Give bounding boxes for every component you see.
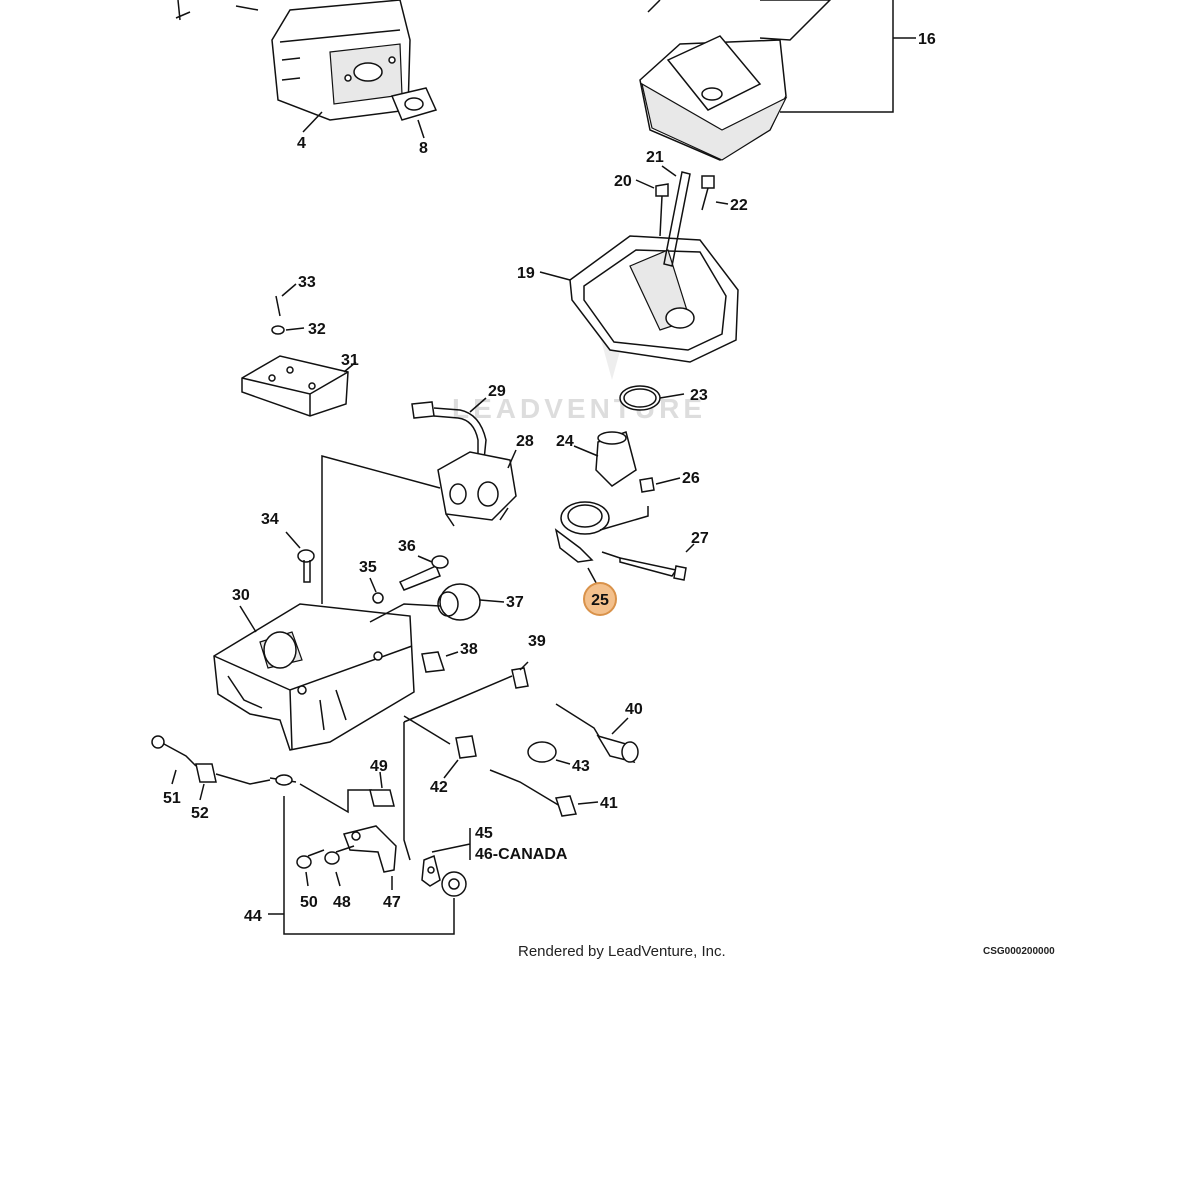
part-51-wire — [151, 735, 197, 767]
part-43-plug — [527, 741, 557, 763]
callout-32[interactable]: 32 — [308, 321, 326, 338]
part-28-carburetor — [437, 451, 517, 527]
callout-25[interactable]: 25 — [591, 592, 609, 609]
callout-49[interactable]: 49 — [370, 758, 388, 775]
part-35-o-ring — [372, 592, 384, 604]
part-52-connector — [195, 763, 271, 785]
callout-37[interactable]: 37 — [506, 594, 524, 611]
svg-text:46-CANADA: 46-CANADA — [475, 846, 568, 863]
part-48-screw — [324, 845, 355, 865]
callout-24[interactable]: 24 — [556, 433, 574, 450]
part-36-oil-pump — [398, 555, 449, 591]
callout-4[interactable]: 4 — [297, 135, 306, 152]
callout-29[interactable]: 29 — [488, 383, 506, 400]
callout-30[interactable]: 30 — [232, 587, 250, 604]
callout-20[interactable]: 20 — [614, 173, 632, 190]
callout-33[interactable]: 33 — [298, 274, 316, 291]
part-39-grommet — [511, 667, 529, 689]
highlight-marker-25[interactable] — [583, 582, 617, 616]
part-24-intake-sleeve — [595, 431, 637, 487]
part-26-screw — [639, 477, 655, 493]
part-20-screw — [655, 183, 669, 237]
part-4-muffler — [175, 0, 411, 121]
callout-27[interactable]: 27 — [691, 530, 709, 547]
part-33-pin — [275, 295, 281, 317]
part-47-switch — [343, 825, 397, 873]
callout-16[interactable]: 16 — [918, 31, 936, 48]
callout-36[interactable]: 36 — [398, 538, 416, 555]
part-32-washer — [271, 325, 285, 335]
part-37-gear — [437, 583, 481, 621]
canada-suffix: -CANADA — [493, 846, 568, 863]
callout-35[interactable]: 35 — [359, 559, 377, 576]
callout-48[interactable]: 48 — [333, 894, 351, 911]
footer-rendered-by: Rendered by LeadVenture, Inc. — [518, 943, 726, 960]
part-8-gasket — [390, 87, 438, 121]
callout-22[interactable]: 22 — [730, 197, 748, 214]
callout-34[interactable]: 34 — [261, 511, 279, 528]
part-22-screw — [701, 175, 715, 211]
part-29-fuel-line — [411, 401, 487, 462]
callout-labels: 4 8 16 21 20 22 19 23 24 26 27 25 29 28 … — [163, 31, 936, 925]
callout-38[interactable]: 38 — [460, 641, 478, 658]
callout-43[interactable]: 43 — [572, 758, 590, 775]
part-30-housing — [213, 603, 415, 751]
part-49-bracket — [369, 789, 395, 807]
part-16-air-filter — [639, 0, 832, 161]
part-45-washer — [421, 854, 441, 887]
callout-39[interactable]: 39 — [528, 633, 546, 650]
callout-47[interactable]: 47 — [383, 894, 401, 911]
part-25-manifold — [554, 501, 610, 563]
footer-diagram-code: CSG000200000 — [983, 946, 1055, 957]
callout-46: 46 — [475, 846, 493, 863]
callout-8[interactable]: 8 — [419, 140, 428, 157]
callout-52[interactable]: 52 — [191, 805, 209, 822]
callout-50[interactable]: 50 — [300, 894, 318, 911]
callout-21[interactable]: 21 — [646, 149, 664, 166]
callout-44[interactable]: 44 — [244, 908, 262, 925]
part-42-grommet — [455, 735, 477, 759]
callout-41[interactable]: 41 — [600, 795, 618, 812]
callout-51[interactable]: 51 — [163, 790, 181, 807]
part-nut — [441, 871, 467, 897]
part-40-control-rod — [555, 703, 639, 764]
callout-46-canada[interactable]: 46-CANADA — [475, 846, 568, 863]
part-31-block — [241, 355, 349, 417]
part-19-filter-base — [569, 235, 739, 363]
part-21-stud — [663, 171, 691, 267]
callout-42[interactable]: 42 — [430, 779, 448, 796]
callout-28[interactable]: 28 — [516, 433, 534, 450]
part-41-throttle-rod — [489, 769, 577, 817]
part-27-bolt — [619, 557, 687, 581]
callout-19[interactable]: 19 — [517, 265, 535, 282]
callout-40[interactable]: 40 — [625, 701, 643, 718]
callout-45[interactable]: 45 — [475, 825, 493, 842]
part-50-screw — [296, 849, 325, 869]
callout-23[interactable]: 23 — [690, 387, 708, 404]
part-34-bolt — [297, 549, 315, 583]
part-38-pad — [421, 651, 446, 673]
callout-26[interactable]: 26 — [682, 470, 700, 487]
part-23-o-ring — [619, 385, 661, 411]
callout-31[interactable]: 31 — [341, 352, 359, 369]
